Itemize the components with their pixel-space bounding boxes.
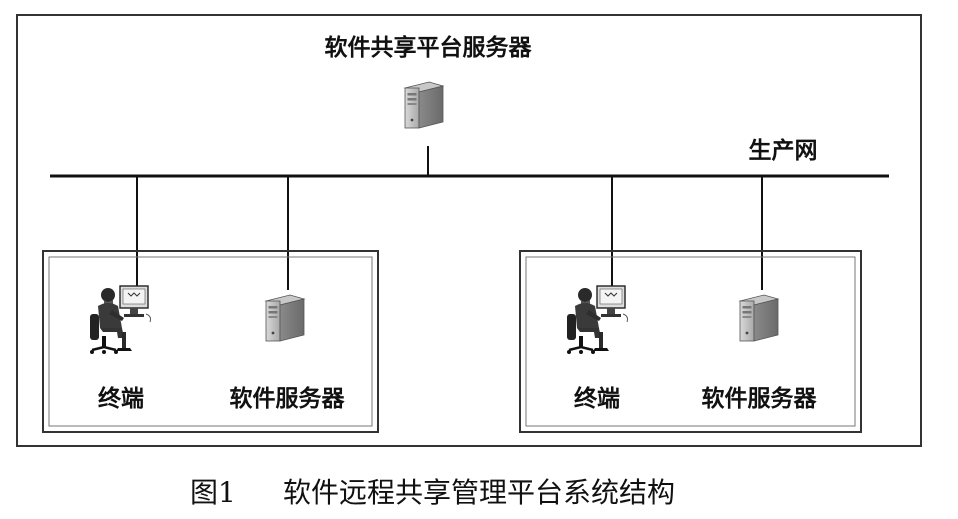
software-server-icon: [739, 294, 779, 342]
software-server-label: 软件服务器: [230, 385, 346, 412]
network-label: 生产网: [749, 137, 818, 164]
software-server-label: 软件服务器: [702, 385, 818, 412]
group-box-left: [42, 250, 379, 433]
platform-server-icon: [404, 81, 444, 129]
figure-number: 图1: [190, 476, 236, 509]
terminal-label: 终端: [98, 385, 144, 412]
group-box-right: [519, 250, 862, 433]
figure-caption: 软件远程共享管理平台系统结构: [283, 476, 675, 509]
terminal-user-icon: [88, 284, 152, 356]
terminal-label: 终端: [574, 385, 620, 412]
outer-frame: [16, 14, 922, 447]
terminal-user-icon: [565, 284, 629, 356]
top-server-label: 软件共享平台服务器: [325, 34, 533, 61]
software-server-icon: [265, 294, 305, 342]
